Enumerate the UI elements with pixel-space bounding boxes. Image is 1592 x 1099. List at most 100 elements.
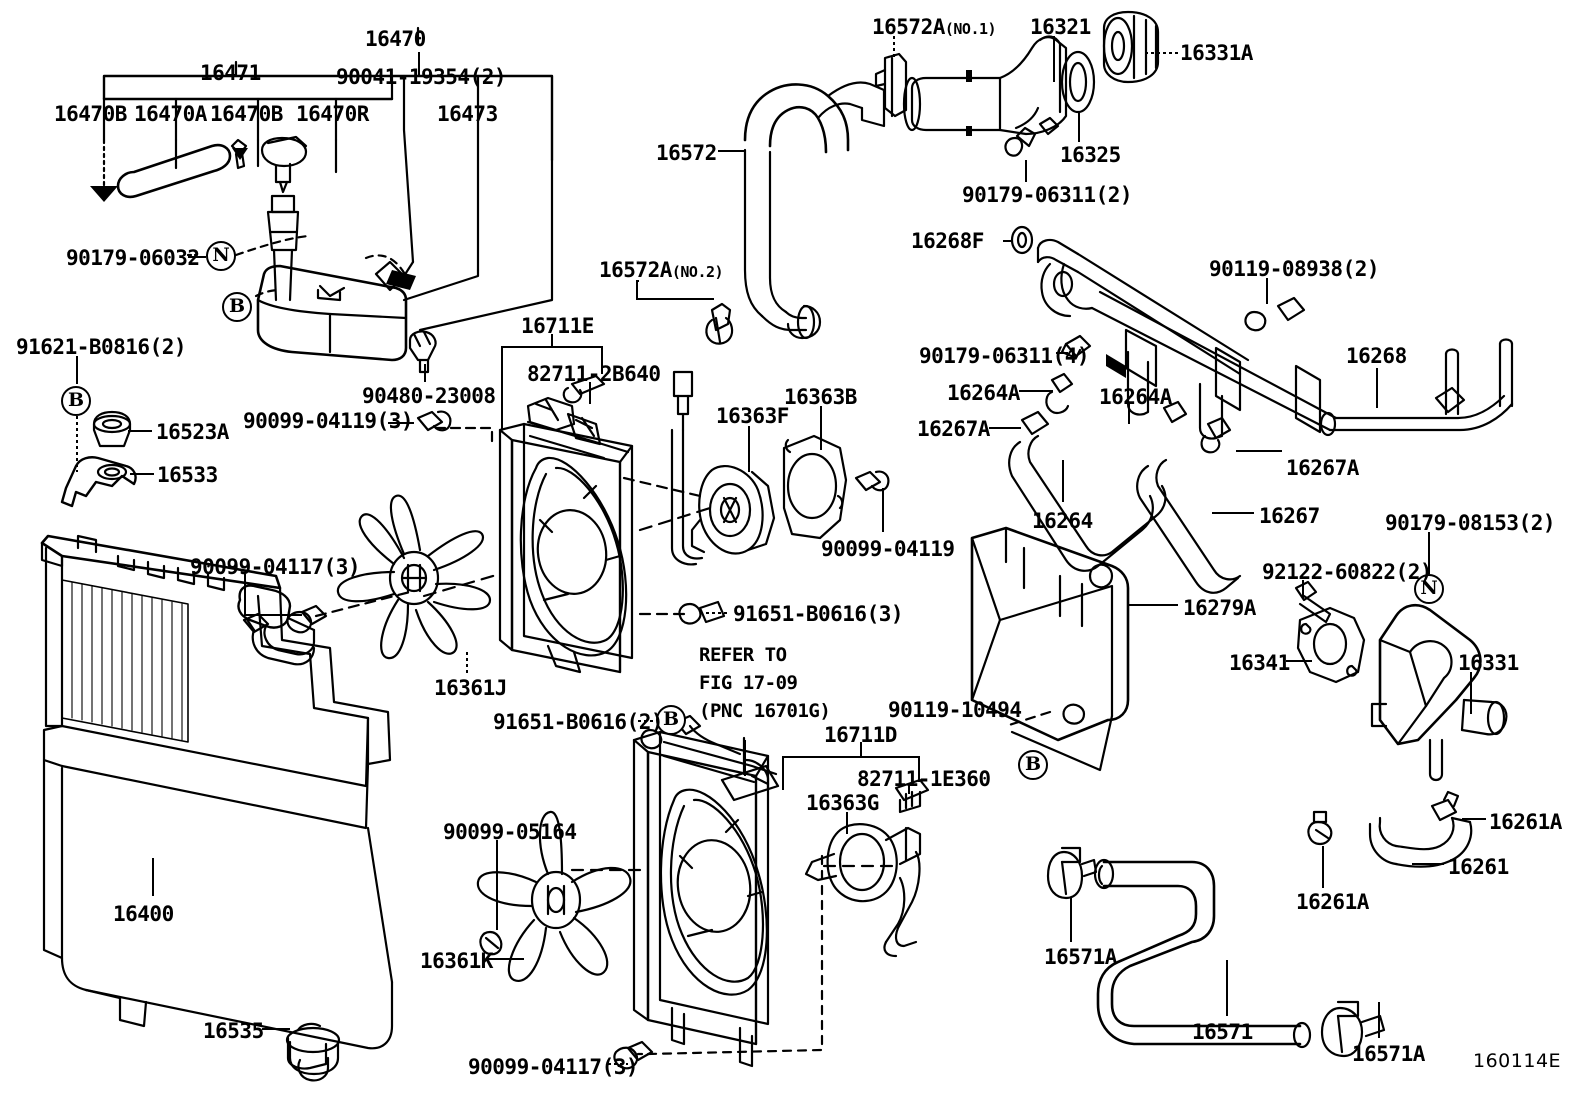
leader-16572a-no1 [893, 36, 895, 58]
refer-to-note-line1: REFER TO [699, 644, 787, 666]
leader-16711e-h [501, 346, 601, 348]
marker-b-reservoir: B [222, 292, 252, 322]
part-label-p16363F: 16363F [716, 404, 789, 428]
part-label-p91651B0616_2: 91651-B0616(2) [493, 710, 664, 734]
leader-16279a [1128, 604, 1178, 606]
leader-82711-2b640 [589, 382, 591, 404]
leader-91651-b0616-2 [638, 720, 656, 722]
leader-90099-04117-3a-h [244, 614, 302, 616]
part-label-p9009904119_3: 90099-04119(3) [243, 409, 414, 433]
leader-refer-to [744, 740, 746, 776]
part-label-p827112B640: 82711-2B640 [527, 362, 661, 386]
leader-16321 [1053, 36, 1055, 82]
leader-16264 [1062, 460, 1064, 502]
part-label-p16572A_1: 16572A(NO.1) [872, 15, 997, 39]
leader-16571a-2 [1378, 1002, 1380, 1038]
leader-16267 [1212, 512, 1254, 514]
leader-16470 [418, 52, 420, 76]
part-label-p16572: 16572 [656, 141, 717, 165]
leader-16363g [846, 812, 848, 834]
leader-91651-b0616-3 [700, 612, 728, 614]
leader-16571 [1226, 960, 1228, 1016]
part-label-p16535: 16535 [203, 1019, 264, 1043]
part-label-p16711E: 16711E [521, 314, 594, 338]
part-label-p9212260822: 92122-60822(2) [1262, 560, 1433, 584]
leader-90480-23008 [424, 364, 426, 382]
leader-90099-04119-3 [388, 422, 414, 424]
part-label-p16471: 16471 [200, 61, 261, 85]
leader-82711-1e360 [908, 786, 910, 794]
part-label-p16325: 16325 [1060, 143, 1121, 167]
leader-16331a [1145, 52, 1179, 54]
part-label-p16341: 16341 [1229, 651, 1290, 675]
leader-16264a-2 [1128, 404, 1130, 424]
part-label-p91621B0816: 91621-B0816(2) [16, 335, 187, 359]
leader-16363b [820, 406, 822, 450]
part-label-p9009905164: 90099-05164 [443, 820, 577, 844]
part-label-p16267: 16267 [1259, 504, 1320, 528]
leader-16711e [551, 334, 553, 346]
leader-16341 [1286, 660, 1312, 662]
part-label-p16261A_2: 16261A [1296, 890, 1369, 914]
leader-90099-04117-3a [244, 574, 246, 614]
leader-16571a-1 [1070, 898, 1072, 942]
leader-16535 [262, 1028, 290, 1030]
leader-16264a-1 [1019, 390, 1053, 392]
leader-16523a [128, 430, 152, 432]
part-label-p9011908938: 90119-08938(2) [1209, 257, 1380, 281]
part-label-p9017906311_2: 90179-06311(2) [962, 183, 1133, 207]
refer-to-note-line3: (PNC 16701G) [699, 700, 831, 722]
part-label-p16711D: 16711D [824, 723, 897, 747]
part-label-p16400: 16400 [113, 902, 174, 926]
leader-90119-08938 [1266, 278, 1268, 304]
part-label-p9017906311_4: 90179-06311(4) [919, 344, 1090, 368]
leader-90099-04117-3b [608, 1063, 628, 1065]
marker-n-90179-06032: N [206, 241, 236, 271]
marker-n-90179-08153: N [1414, 574, 1444, 604]
leader-90099-04119 [882, 488, 884, 532]
marker-b-90119-10494: B [1018, 750, 1048, 780]
part-label-p16470B_2: 16470B [210, 102, 283, 126]
part-label-p16361K: 16361K [420, 949, 493, 973]
leader-91621-b0816-dash [76, 416, 78, 472]
leader-90179-06032 [188, 256, 206, 258]
part-label-p16361J: 16361J [434, 676, 507, 700]
leader-16261a-1 [1462, 818, 1486, 820]
part-label-p16470R: 16470R [296, 102, 369, 126]
part-label-p9009904119: 90099-04119 [821, 537, 955, 561]
leader-16572 [718, 150, 744, 152]
leader-92122-60822 [1302, 580, 1304, 598]
leader-16331 [1470, 672, 1472, 714]
leader-16533 [130, 473, 154, 475]
leader-16711d-r [918, 756, 920, 782]
leader-16711d-h [782, 756, 918, 758]
leader-16261 [1412, 863, 1444, 865]
leader-16267a-1 [989, 427, 1021, 429]
leader-16711e-l [501, 346, 503, 430]
part-label-p16533: 16533 [157, 463, 218, 487]
part-label-p16264: 16264 [1032, 509, 1093, 533]
part-label-p16363G: 16363G [806, 791, 879, 815]
part-label-p16571: 16571 [1192, 1020, 1253, 1044]
leader-16711d [860, 742, 862, 756]
part-label-p16261: 16261 [1448, 855, 1509, 879]
leader-16361k [488, 958, 524, 960]
marker-b-91621-b0816: B [61, 386, 91, 416]
part-label-p16571A_2: 16571A [1352, 1042, 1425, 1066]
leader-16711d-l [782, 756, 784, 790]
figure-code: 160114E [1473, 1050, 1562, 1072]
leader-16572a-no2-v [636, 280, 638, 298]
leader-16267a-2 [1236, 450, 1282, 452]
part-label-p16331: 16331 [1458, 651, 1519, 675]
part-label-p16279A: 16279A [1183, 596, 1256, 620]
part-label-p16571A_1: 16571A [1044, 945, 1117, 969]
part-label-p9004119354: 90041-19354(2) [336, 65, 507, 89]
part-label-sub: (NO.1) [944, 20, 997, 38]
leader-90179-08153 [1428, 532, 1430, 574]
part-label-p16261A_1: 16261A [1489, 810, 1562, 834]
leader-16325 [1078, 112, 1080, 142]
leader-90179-06311-2 [1025, 160, 1027, 182]
part-label-p16264A_1: 16264A [947, 381, 1020, 405]
leader-16400 [152, 858, 154, 896]
